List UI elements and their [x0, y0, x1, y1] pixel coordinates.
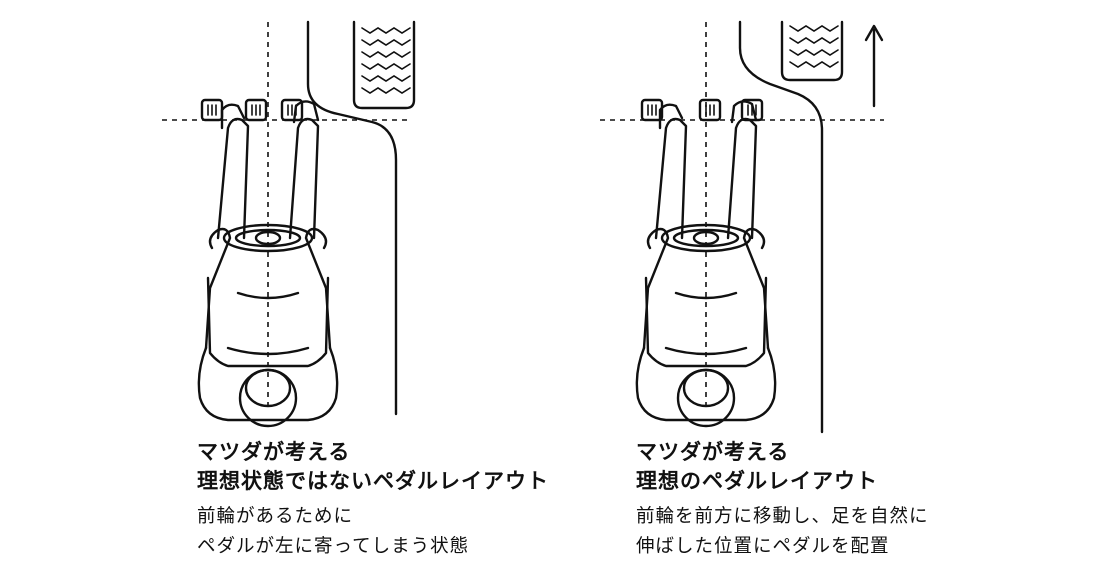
- right-tire-tread-icon: [780, 20, 844, 82]
- left-body-line2: ペダルが左に寄ってしまう状態: [197, 536, 470, 557]
- left-description: 前輪があるために ペダルが左に寄ってしまう状態: [197, 502, 549, 562]
- right-description: 前輪を前方に移動し、足を自然に 伸ばした位置にペダルを配置: [636, 502, 929, 562]
- left-body-line1: 前輪があるために: [197, 506, 354, 527]
- left-title-line2: 理想状態ではないペダルレイアウト: [197, 469, 549, 493]
- up-arrow-icon: [864, 24, 884, 108]
- left-tire-tread-icon: [352, 20, 416, 110]
- right-body-line2: 伸ばした位置にペダルを配置: [636, 536, 890, 557]
- right-wheel-arch: [738, 20, 824, 434]
- left-title-line1: マツダが考える: [197, 440, 351, 464]
- right-title-line2: 理想のペダルレイアウト: [636, 469, 878, 493]
- right-caption: マツダが考える 理想のペダルレイアウト 前輪を前方に移動し、足を自然に 伸ばした…: [636, 438, 929, 562]
- left-wheel-arch: [306, 20, 398, 416]
- right-layout-diagram: [600, 20, 884, 434]
- left-pedal-icon: [200, 98, 304, 122]
- left-caption: マツダが考える 理想状態ではないペダルレイアウト 前輪があるために ペダルが左に…: [197, 438, 549, 562]
- left-layout-diagram: [162, 20, 416, 428]
- right-title-line1: マツダが考える: [636, 440, 790, 464]
- right-body-line1: 前輪を前方に移動し、足を自然に: [636, 506, 929, 527]
